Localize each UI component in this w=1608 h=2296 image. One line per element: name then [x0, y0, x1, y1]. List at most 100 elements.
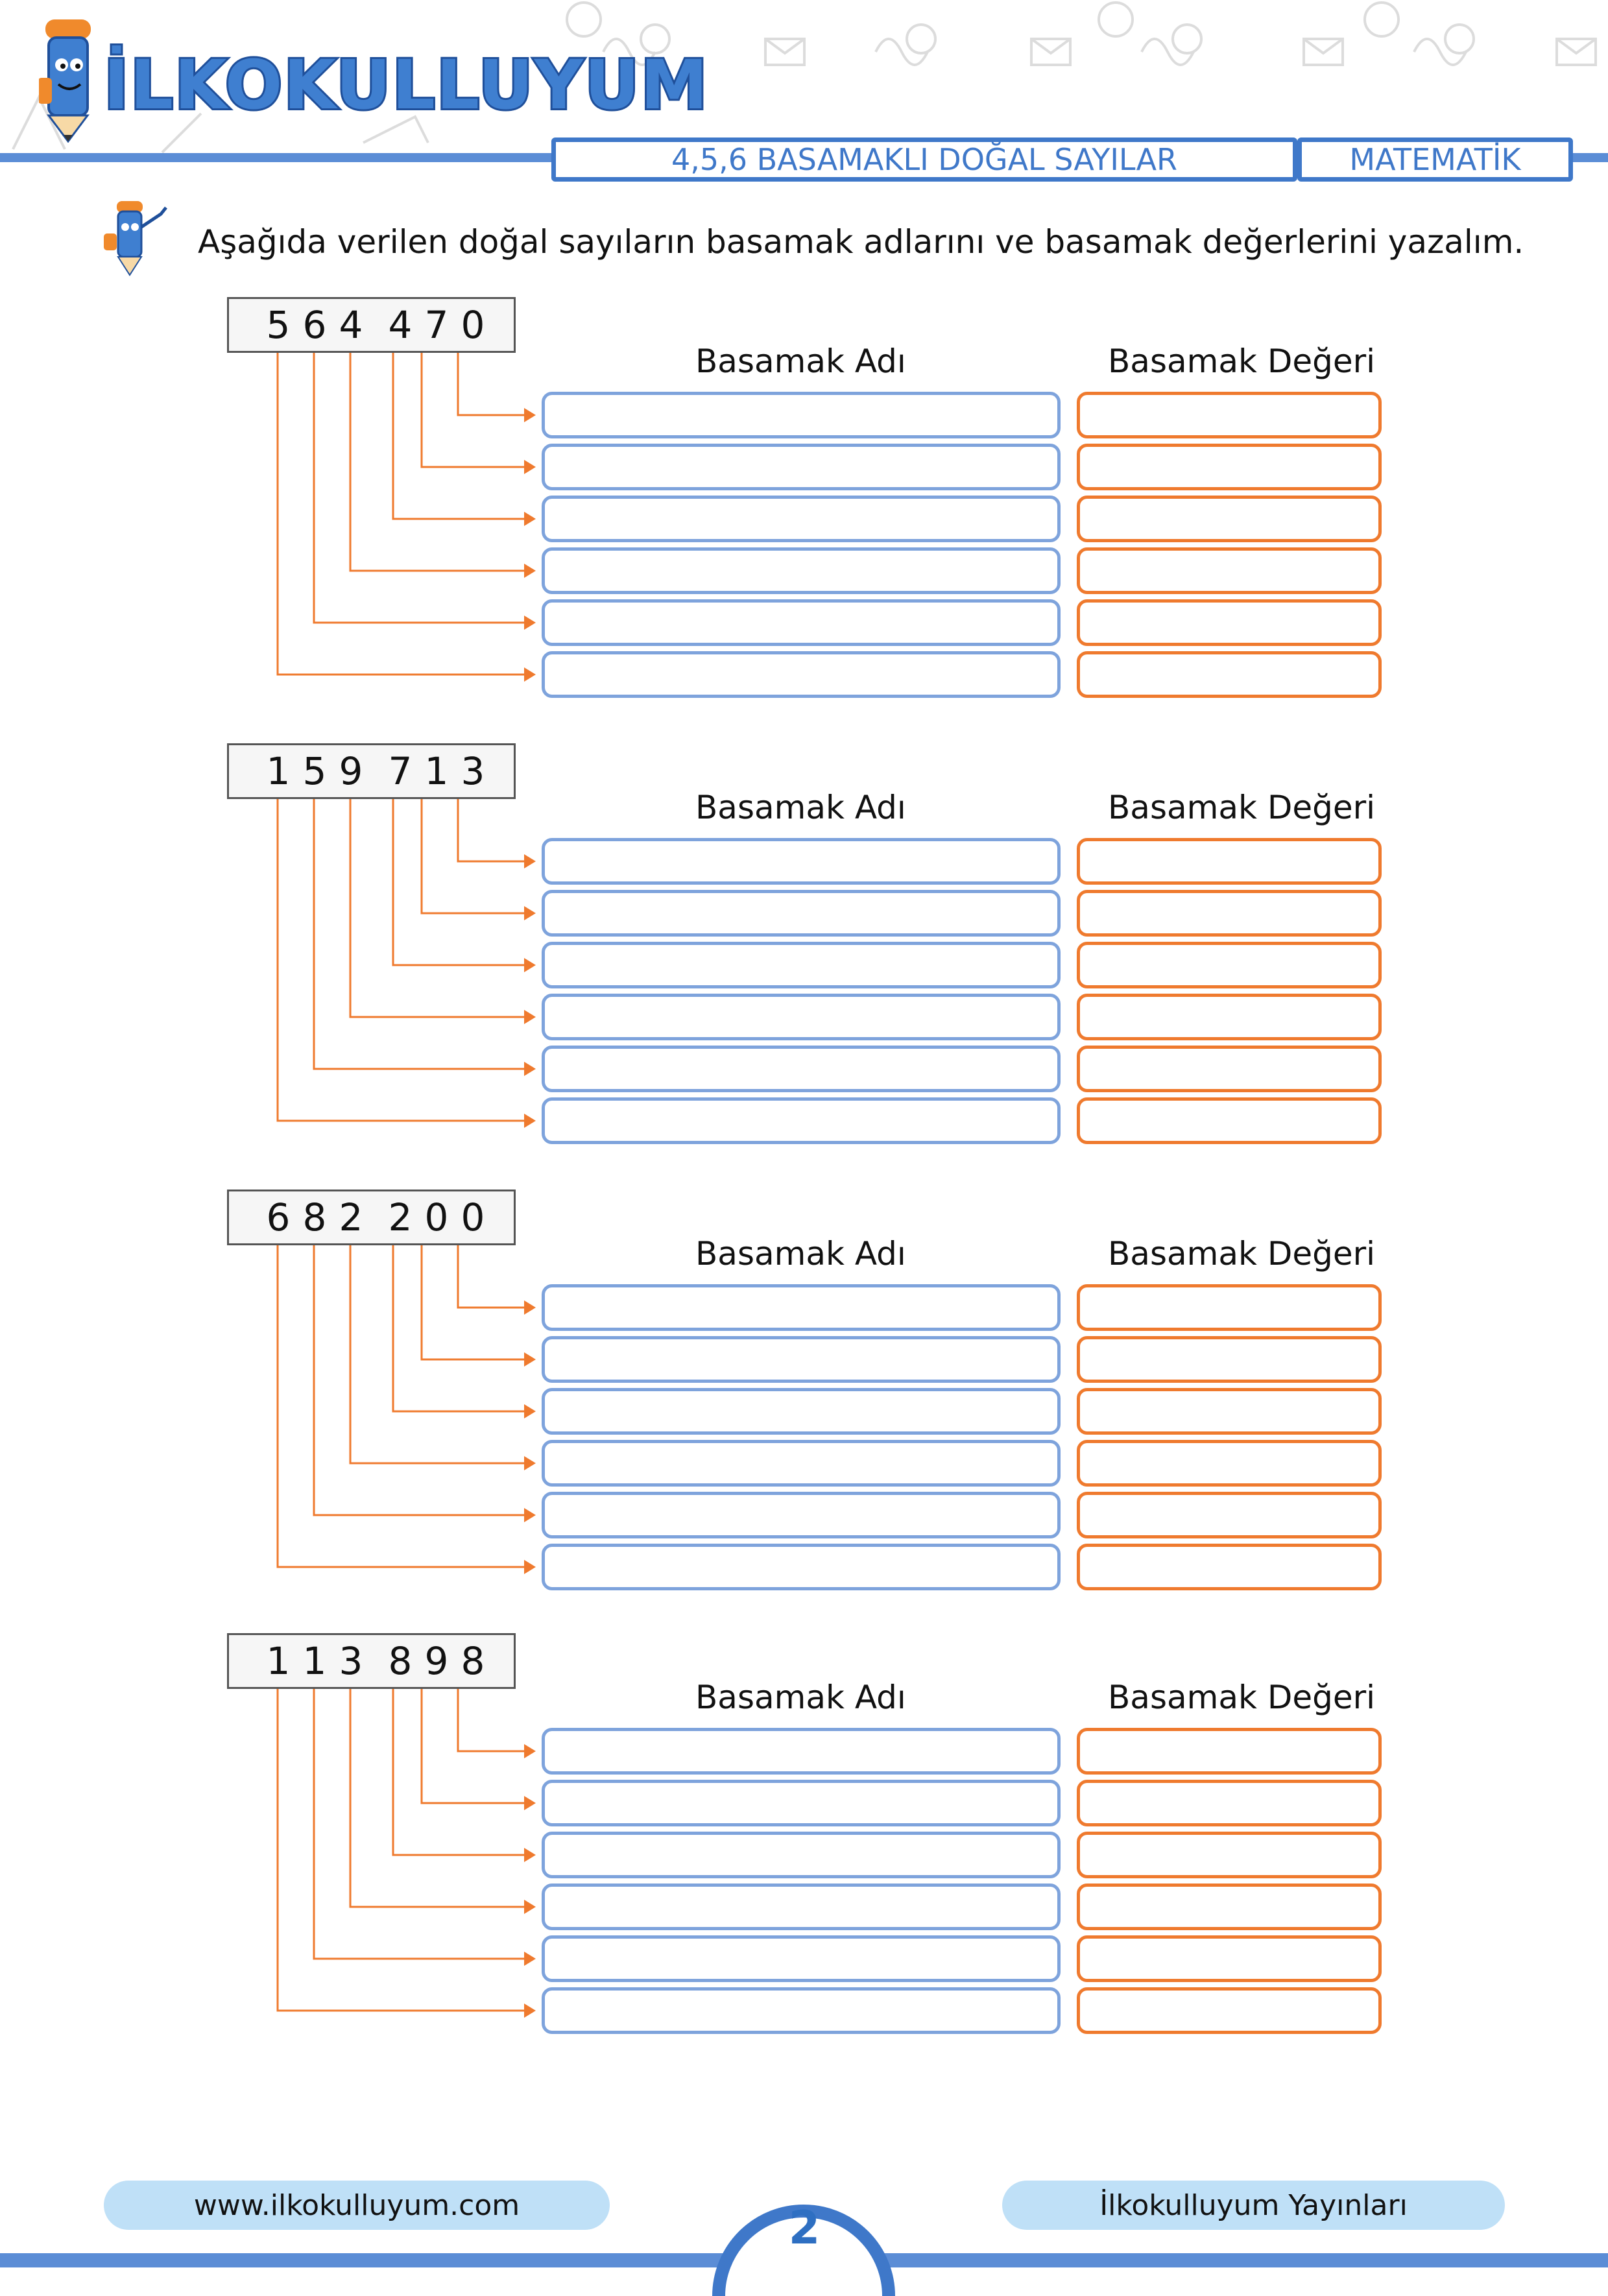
- connector-line: [457, 353, 524, 416]
- basamak-degeri-answer-box[interactable]: [1077, 1284, 1382, 1331]
- connector-line: [392, 353, 524, 520]
- basamak-adi-answer-box[interactable]: [542, 1780, 1061, 1826]
- arrow-head-icon: [524, 1900, 536, 1914]
- basamak-degeri-answer-box[interactable]: [1077, 651, 1382, 698]
- arrow-head-icon: [524, 1952, 536, 1966]
- connector-line: [313, 1689, 524, 1960]
- basamak-adi-answer-box[interactable]: [542, 1987, 1061, 2034]
- basamak-degeri-answer-box[interactable]: [1077, 547, 1382, 594]
- basamak-degeri-answer-box[interactable]: [1077, 1780, 1382, 1826]
- basamak-adi-answer-box[interactable]: [542, 994, 1061, 1040]
- basamak-degeri-answer-box[interactable]: [1077, 1883, 1382, 1930]
- basamak-adi-answer-box[interactable]: [542, 1935, 1061, 1982]
- digit: 8: [388, 1639, 415, 1683]
- arrow-head-icon: [524, 1744, 536, 1758]
- basamak-adi-answer-box[interactable]: [542, 1728, 1061, 1775]
- basamak-degeri-answer-box[interactable]: [1077, 1987, 1382, 2034]
- basamak-adi-answer-box[interactable]: [542, 1440, 1061, 1487]
- digit: 0: [461, 303, 488, 347]
- arrow-head-icon: [524, 1010, 536, 1024]
- arrow-head-icon: [524, 564, 536, 578]
- column-header-basamak-adi: Basamak Adı: [695, 1235, 906, 1273]
- basamak-adi-answer-box[interactable]: [542, 1492, 1061, 1538]
- connector-line: [313, 799, 524, 1070]
- basamak-degeri-answer-box[interactable]: [1077, 1046, 1382, 1092]
- basamak-degeri-answer-box[interactable]: [1077, 942, 1382, 988]
- basamak-adi-answer-box[interactable]: [542, 1284, 1061, 1331]
- basamak-adi-answer-box[interactable]: [542, 496, 1061, 542]
- arrow-head-icon: [524, 1560, 536, 1574]
- arrow-head-icon: [524, 1300, 536, 1315]
- basamak-degeri-answer-box[interactable]: [1077, 392, 1382, 438]
- header-doodle-background: [12, 1, 1597, 154]
- digit: 3: [339, 1639, 366, 1683]
- basamak-adi-answer-box[interactable]: [542, 838, 1061, 885]
- basamak-adi-answer-box[interactable]: [542, 1832, 1061, 1878]
- digit: 7: [424, 303, 451, 347]
- basamak-degeri-answer-box[interactable]: [1077, 1728, 1382, 1775]
- basamak-degeri-answer-box[interactable]: [1077, 1544, 1382, 1590]
- connector-line: [313, 1245, 524, 1516]
- basamak-adi-answer-box[interactable]: [542, 651, 1061, 698]
- basamak-degeri-answer-box[interactable]: [1077, 599, 1382, 646]
- basamak-degeri-answer-box[interactable]: [1077, 994, 1382, 1040]
- instruction-text: Aşağıda verilen doğal sayıların basamak …: [198, 223, 1524, 261]
- basamak-adi-answer-box[interactable]: [542, 1097, 1061, 1144]
- arrow-head-icon: [524, 1404, 536, 1418]
- arrow-head-icon: [524, 1796, 536, 1810]
- basamak-degeri-answer-box[interactable]: [1077, 1336, 1382, 1383]
- brand-logo-text: İLKOKULLUYUM: [102, 43, 710, 126]
- basamak-adi-answer-box[interactable]: [542, 547, 1061, 594]
- connector-line: [349, 353, 524, 572]
- digit: 1: [424, 749, 451, 793]
- digit: 6: [266, 1195, 293, 1239]
- arrow-head-icon: [524, 1456, 536, 1470]
- basamak-degeri-answer-box[interactable]: [1077, 444, 1382, 490]
- basamak-degeri-answer-box[interactable]: [1077, 890, 1382, 937]
- basamak-adi-answer-box[interactable]: [542, 599, 1061, 646]
- arrow-head-icon: [524, 1062, 536, 1076]
- connector-line: [349, 799, 524, 1018]
- basamak-adi-answer-box[interactable]: [542, 1544, 1061, 1590]
- arrow-head-icon: [524, 1848, 536, 1862]
- basamak-adi-answer-box[interactable]: [542, 392, 1061, 438]
- basamak-degeri-answer-box[interactable]: [1077, 496, 1382, 542]
- digit: 0: [424, 1195, 451, 1239]
- connector-line: [392, 1245, 524, 1413]
- basamak-degeri-answer-box[interactable]: [1077, 1440, 1382, 1487]
- digit: 5: [302, 749, 330, 793]
- digit: 2: [339, 1195, 366, 1239]
- arrow-head-icon: [524, 408, 536, 422]
- basamak-adi-answer-box[interactable]: [542, 1046, 1061, 1092]
- basamak-degeri-answer-box[interactable]: [1077, 838, 1382, 885]
- basamak-degeri-answer-box[interactable]: [1077, 1935, 1382, 1982]
- basamak-degeri-answer-box[interactable]: [1077, 1097, 1382, 1144]
- connector-line: [349, 1245, 524, 1465]
- basamak-degeri-answer-box[interactable]: [1077, 1388, 1382, 1435]
- connector-line: [313, 353, 524, 624]
- basamak-adi-answer-box[interactable]: [542, 1336, 1061, 1383]
- basamak-adi-answer-box[interactable]: [542, 942, 1061, 988]
- basamak-degeri-answer-box[interactable]: [1077, 1492, 1382, 1538]
- basamak-adi-answer-box[interactable]: [542, 1883, 1061, 1930]
- basamak-adi-answer-box[interactable]: [542, 444, 1061, 490]
- digit: 5: [266, 303, 293, 347]
- connector-line: [392, 799, 524, 966]
- digit: 9: [424, 1639, 451, 1683]
- arrow-head-icon: [524, 906, 536, 920]
- connector-line: [420, 1245, 524, 1361]
- website-link[interactable]: www.ilkokulluyum.com: [104, 2181, 610, 2230]
- basamak-degeri-answer-box[interactable]: [1077, 1832, 1382, 1878]
- arrow-head-icon: [524, 460, 536, 474]
- arrow-head-icon: [524, 1114, 536, 1128]
- basamak-adi-answer-box[interactable]: [542, 1388, 1061, 1435]
- digit: 3: [461, 749, 488, 793]
- arrow-head-icon: [524, 667, 536, 682]
- basamak-adi-answer-box[interactable]: [542, 890, 1061, 937]
